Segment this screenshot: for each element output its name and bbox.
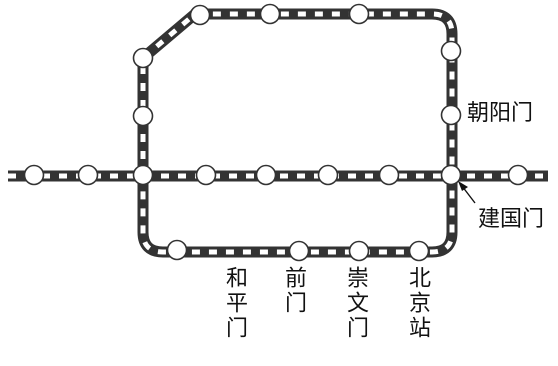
station-loop-top-1 [189, 4, 211, 26]
station-loop-left-1 [132, 47, 154, 69]
loop-stations [132, 3, 462, 262]
station-line-4 [255, 164, 277, 186]
label-hepingmen: 和平门 [222, 266, 247, 341]
station-line-7 [507, 164, 529, 186]
loop-line [137, 8, 458, 258]
label-jianguomen: 建国门 [478, 207, 545, 232]
station-jianguomen [440, 164, 462, 186]
line-stations [23, 164, 529, 186]
station-line-5 [317, 164, 339, 186]
station-line-2 [77, 164, 99, 186]
station-transfer-west [132, 164, 154, 186]
station-chongwenmen [348, 240, 370, 262]
jianguomen-pointer-arrow [458, 181, 476, 204]
label-beijingzhan: 北京站 [405, 266, 430, 341]
station-loop-left-2 [132, 105, 154, 127]
station-qianmen [288, 240, 310, 262]
station-beijingzhan [408, 240, 430, 262]
label-qianmen: 前门 [281, 266, 306, 316]
station-loop-top-2 [259, 3, 281, 25]
label-chaoyangmen: 朝阳门 [467, 101, 534, 126]
station-line-3 [195, 164, 217, 186]
station-line-1 [23, 164, 45, 186]
station-hepingmen [166, 239, 188, 261]
label-chongwenmen: 崇文门 [343, 266, 368, 341]
station-loop-right-1 [440, 40, 462, 62]
station-line-6 [378, 164, 400, 186]
station-chaoyangmen [440, 104, 462, 126]
station-loop-top-3 [348, 3, 370, 25]
